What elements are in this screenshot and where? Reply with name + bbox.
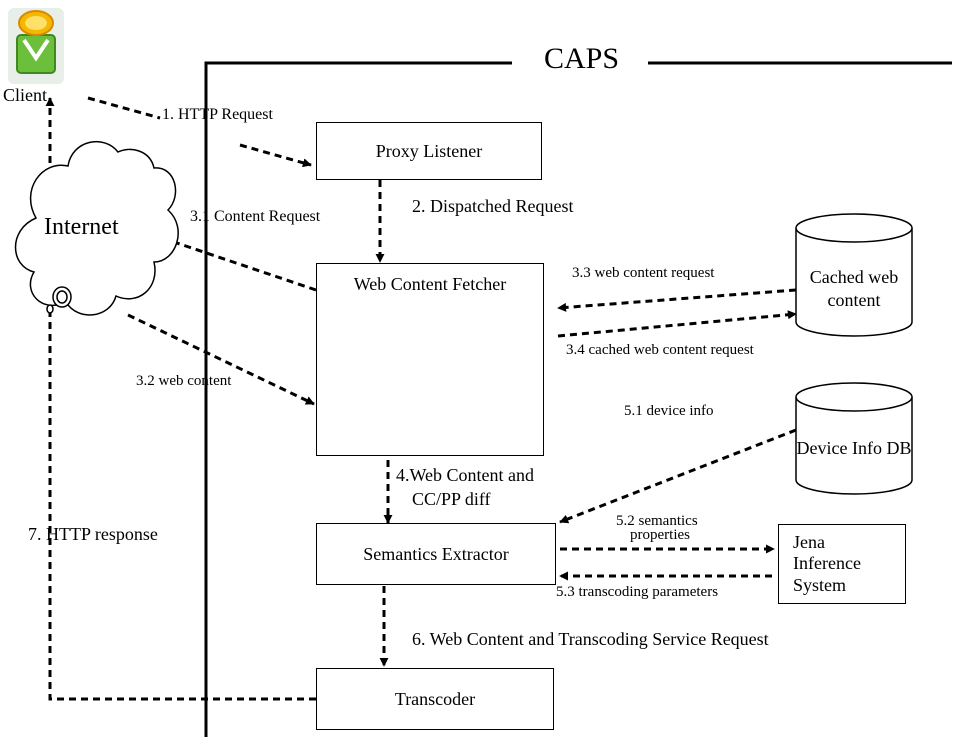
web-content-fetcher-label: Web Content Fetcher <box>353 274 507 294</box>
flow-33-cache-request <box>557 288 797 312</box>
cached-content-label-line2: content <box>827 289 881 310</box>
flow-34-cached-content <box>557 310 797 338</box>
device-db-label: Device Info DB <box>796 438 912 458</box>
flow-1-http-request <box>87 96 161 120</box>
flow-label-4-line1: 4.Web Content and <box>396 465 535 485</box>
flow-label-7: 7. HTTP response <box>28 524 158 544</box>
flow-label-51: 5.1 device info <box>624 403 714 419</box>
jena-inference-box: Jena Inference System <box>778 524 906 604</box>
flow-31-content-request <box>167 238 317 292</box>
flow-label-6: 6. Web Content and Transcoding Service R… <box>412 629 769 649</box>
flow-label-33: 3.3 web content request <box>572 265 715 281</box>
flow-51-device-info <box>559 428 797 524</box>
flow-label-53: 5.3 transcoding parameters <box>556 584 719 600</box>
flow-label-52-line2: properties <box>630 527 690 543</box>
jena-label-line1: Jena <box>793 531 825 552</box>
cached-content-cylinder <box>795 213 913 337</box>
semantics-extractor-label: Semantics Extractor <box>363 543 509 564</box>
flow-label-2: 2. Dispatched Request <box>412 196 574 216</box>
flow-7-http-response <box>48 313 316 701</box>
flow-label-32: 3.2 web content <box>136 373 232 389</box>
jena-label-line2: Inference <box>793 553 861 574</box>
transcoder-box: Transcoder <box>316 668 554 730</box>
semantics-extractor-box: Semantics Extractor <box>316 523 556 585</box>
flow-label-34: 3.4 cached web content request <box>566 342 754 358</box>
transcoder-label: Transcoder <box>394 688 476 709</box>
cached-content-label: Cached web content <box>796 266 912 311</box>
user-icon <box>8 8 64 84</box>
flow-label-4-line2: CC/PP diff <box>412 489 491 509</box>
cached-content-label-line1: Cached web <box>809 267 899 287</box>
flow-label-1: 1. HTTP Request <box>162 106 273 123</box>
flow-label-52-line1: 5.2 semantics <box>616 513 698 529</box>
jena-label-line3: System <box>793 574 847 595</box>
diagram-title: CAPS <box>530 42 634 75</box>
device-db-cylinder <box>795 382 913 495</box>
proxy-listener-box: Proxy Listener <box>316 122 542 180</box>
web-content-fetcher-box: Web Content Fetcher <box>316 263 544 456</box>
client-label: Client <box>3 85 47 105</box>
proxy-listener-label: Proxy Listener <box>375 140 483 161</box>
flow-1-arrow <box>239 143 312 168</box>
caps-boundary <box>204 61 512 737</box>
flow-32-web-content <box>127 313 315 406</box>
flow-label-31: 3.1 Content Request <box>190 208 321 225</box>
cloud-icon <box>14 140 179 316</box>
internet-label: Internet <box>44 214 119 240</box>
